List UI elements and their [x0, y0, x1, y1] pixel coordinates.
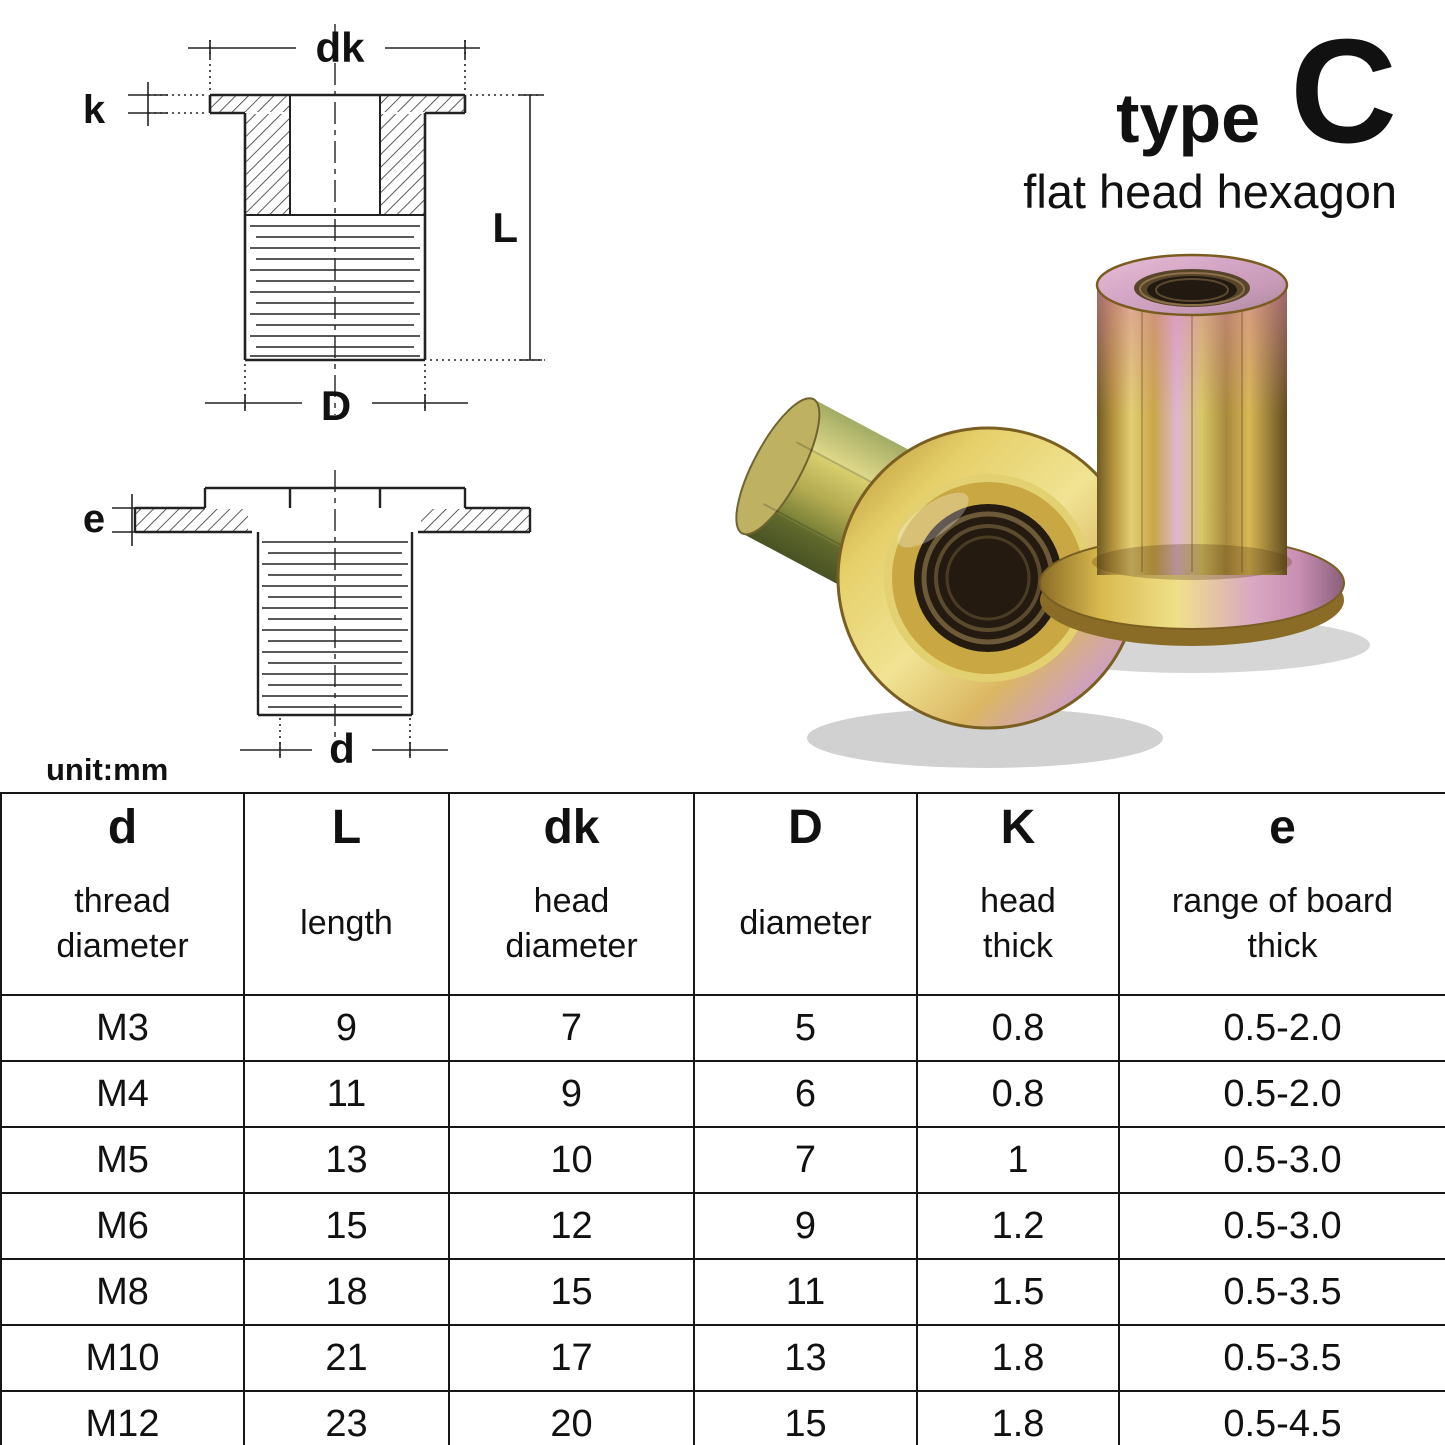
spec-cell: 15 [448, 1258, 695, 1326]
spec-cell: M6 [0, 1192, 245, 1260]
spec-cell: 1.8 [916, 1324, 1120, 1392]
dim-label-k: k [83, 88, 106, 132]
spec-cell: 17 [448, 1324, 695, 1392]
spec-cell: 0.5-2.0 [1118, 1060, 1445, 1128]
spec-cell: 10 [448, 1126, 695, 1194]
spec-cell: 20 [448, 1390, 695, 1445]
type-subtitle: flat head hexagon [1023, 165, 1397, 218]
type-letter: C [1290, 9, 1397, 174]
table-row: M6 15 12 9 1.2 0.5-3.0 [0, 1192, 1445, 1260]
spec-cell: 0.8 [916, 1060, 1120, 1128]
col-header-e: e range of board thick [1118, 792, 1445, 996]
technical-drawing: dk k L [83, 24, 545, 772]
table-row: M8 18 15 11 1.5 0.5-3.5 [0, 1258, 1445, 1326]
dim-label-L: L [492, 204, 518, 251]
table-row: M4 11 9 6 0.8 0.5-2.0 [0, 1060, 1445, 1128]
spec-cell: 1.2 [916, 1192, 1120, 1260]
spec-cell: 0.5-4.5 [1118, 1390, 1445, 1445]
col-symbol-L: L [331, 801, 362, 854]
col-header-L: L length [243, 792, 450, 996]
spec-cell: M10 [0, 1324, 245, 1392]
col-header-dk: dk head diameter [448, 792, 695, 996]
col-header-D: D diameter [693, 792, 918, 996]
spec-cell: M5 [0, 1126, 245, 1194]
table-row: M10 21 17 13 1.8 0.5-3.5 [0, 1324, 1445, 1392]
shadow-left-nut [807, 708, 1163, 768]
table-row: M3 9 7 5 0.8 0.5-2.0 [0, 994, 1445, 1062]
dim-label-d: d [329, 725, 355, 772]
spec-cell: 9 [243, 994, 450, 1062]
spec-cell: M4 [0, 1060, 245, 1128]
dim-k [128, 82, 208, 126]
spec-cell: 0.5-3.5 [1118, 1324, 1445, 1392]
spec-cell: 11 [693, 1258, 918, 1326]
spec-cell: 0.5-2.0 [1118, 994, 1445, 1062]
dim-label-e: e [83, 497, 105, 541]
spec-cell: 21 [243, 1324, 450, 1392]
spec-cell: 0.5-3.0 [1118, 1126, 1445, 1194]
col-symbol-K: K [1000, 801, 1036, 854]
spec-cell: M8 [0, 1258, 245, 1326]
spec-cell: 0.8 [916, 994, 1120, 1062]
spec-cell: 9 [448, 1060, 695, 1128]
spec-cell: 0.5-3.0 [1118, 1192, 1445, 1260]
spec-cell: 5 [693, 994, 918, 1062]
spec-cell: 9 [693, 1192, 918, 1260]
col-symbol-e: e [1269, 801, 1296, 854]
dim-label-dk: dk [315, 24, 365, 71]
spec-cell: 15 [693, 1390, 918, 1445]
spec-cell: 18 [243, 1258, 450, 1326]
dim-D [205, 364, 468, 412]
rivet-nut-right [1039, 253, 1345, 646]
col-symbol-dk: dk [543, 801, 600, 854]
dim-dk [188, 40, 480, 90]
spec-cell: 1.8 [916, 1390, 1120, 1445]
dim-d [240, 718, 448, 758]
installed-view: e d [83, 470, 532, 772]
type-row: type C [1023, 9, 1397, 174]
type-heading: type C flat head hexagon [1023, 9, 1397, 219]
spec-cell: 12 [448, 1192, 695, 1260]
col-header-d: d thread diameter [0, 792, 245, 996]
col-header-K: K head thick [916, 792, 1120, 996]
spec-cell: 13 [693, 1324, 918, 1392]
spec-cell: 1.5 [916, 1258, 1120, 1326]
dim-label-D: D [321, 382, 351, 429]
table-row: M5 13 10 7 1 0.5-3.0 [0, 1126, 1445, 1194]
dim-e [112, 494, 158, 546]
spec-cell: 6 [693, 1060, 918, 1128]
spec-cell: 23 [243, 1390, 450, 1445]
table-row: M12 23 20 15 1.8 0.5-4.5 [0, 1390, 1445, 1445]
spec-cell: 1 [916, 1126, 1120, 1194]
spec-cell: 0.5-3.5 [1118, 1258, 1445, 1326]
unit-label: unit:mm [46, 752, 169, 787]
spec-cell: 13 [243, 1126, 450, 1194]
product-photo [735, 253, 1370, 768]
spec-cell: 15 [243, 1192, 450, 1260]
spec-cell: M12 [0, 1390, 245, 1445]
spec-table: d thread diameter L length [0, 792, 1445, 1445]
spec-cell: 7 [693, 1126, 918, 1194]
rivet-nut-left [735, 397, 1140, 730]
dim-L [430, 94, 545, 361]
spec-cell: 11 [243, 1060, 450, 1128]
type-label: type [1116, 79, 1261, 157]
front-section-view: dk k L [83, 24, 545, 429]
col-symbol-d: d [107, 801, 138, 854]
col-symbol-D: D [788, 801, 823, 854]
table-header-row: d thread diameter L length [0, 792, 1445, 996]
spec-cell: M3 [0, 994, 245, 1062]
spec-cell: 7 [448, 994, 695, 1062]
